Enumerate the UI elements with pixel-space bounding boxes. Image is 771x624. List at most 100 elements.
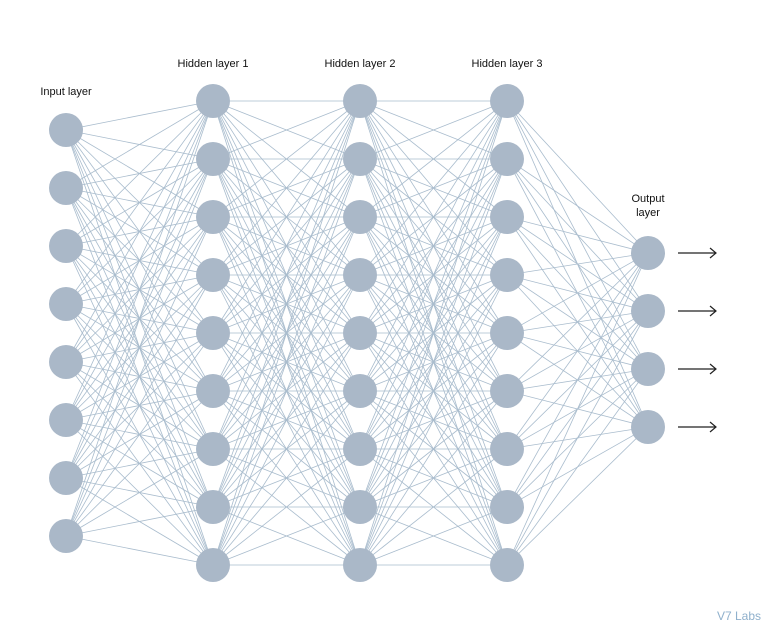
neuron-layer-2-5: [343, 374, 377, 408]
neuron-layer-2-0: [343, 84, 377, 118]
connections: [65, 100, 649, 566]
connection-l1-n8-to-l2-n2: [212, 216, 361, 566]
neuron-layer-1-2: [196, 200, 230, 234]
connection-l1-n8-to-l2-n5: [212, 390, 361, 566]
neuron-layer-1-8: [196, 548, 230, 582]
neuron-layer-0-0: [49, 113, 83, 147]
neuron-layer-0-1: [49, 171, 83, 205]
neuron-layer-0-3: [49, 287, 83, 321]
watermark: V7 Labs: [717, 609, 761, 623]
connection-l1-n1-to-l2-n0: [212, 100, 361, 160]
connection-l0-n6-to-l1-n0: [65, 100, 214, 479]
neuron-layer-1-1: [196, 142, 230, 176]
neuron-layer-3-1: [490, 142, 524, 176]
neuron-layer-2-1: [343, 142, 377, 176]
neuron-layer-1-4: [196, 316, 230, 350]
connection-l3-n3-to-l4-n0: [506, 252, 649, 276]
connection-l0-n7-to-l1-n3: [65, 274, 214, 537]
neuron-layer-3-4: [490, 316, 524, 350]
neuron-layer-0-6: [49, 461, 83, 495]
output-arrow-head-1: [709, 305, 717, 317]
connection-l2-n5-to-l3-n0: [359, 100, 508, 392]
connection-l3-n2-to-l4-n0: [506, 216, 649, 254]
connection-l1-n7-to-l2-n0: [212, 100, 361, 508]
connection-l0-n4-to-l1-n0: [65, 100, 214, 363]
neuron-layer-4-0: [631, 236, 665, 270]
connection-l3-n7-to-l4-n0: [506, 252, 649, 508]
connection-l2-n7-to-l3-n0: [359, 100, 508, 508]
connection-l2-n8-to-l3-n1: [359, 158, 508, 566]
connection-l2-n8-to-l3-n3: [359, 274, 508, 566]
connection-l3-n8-to-l4-n2: [506, 368, 649, 566]
neuron-layer-1-5: [196, 374, 230, 408]
connection-l0-n7-to-l1-n7: [65, 506, 214, 537]
connection-l1-n4-to-l2-n0: [212, 100, 361, 334]
connection-l1-n3-to-l2-n0: [212, 100, 361, 276]
neuron-layer-1-3: [196, 258, 230, 292]
output-arrow-head-0: [709, 247, 717, 259]
connection-l3-n5-to-l4-n0: [506, 252, 649, 392]
connection-l0-n7-to-l1-n5: [65, 390, 214, 537]
neuron-layer-1-6: [196, 432, 230, 466]
neuron-layer-3-2: [490, 200, 524, 234]
connection-l1-n6-to-l2-n0: [212, 100, 361, 450]
neuron-layer-3-7: [490, 490, 524, 524]
neuron-layer-4-3: [631, 410, 665, 444]
connection-l2-n8-to-l3-n0: [359, 100, 508, 566]
connection-l0-n7-to-l1-n2: [65, 216, 214, 537]
neuron-layer-2-3: [343, 258, 377, 292]
neuron-layer-2-6: [343, 432, 377, 466]
connection-l2-n8-to-l3-n4: [359, 332, 508, 566]
connection-l0-n3-to-l1-n0: [65, 100, 214, 305]
output-arrows: [678, 247, 717, 433]
connection-l1-n8-to-l2-n0: [212, 100, 361, 566]
connection-l0-n0-to-l1-n0: [65, 100, 214, 131]
neuron-layer-0-2: [49, 229, 83, 263]
neuron-layer-2-7: [343, 490, 377, 524]
connection-l0-n7-to-l1-n4: [65, 332, 214, 537]
connection-l3-n6-to-l4-n0: [506, 252, 649, 450]
connection-l0-n7-to-l1-n8: [65, 535, 214, 566]
connection-l0-n7-to-l1-n1: [65, 158, 214, 537]
connection-l2-n8-to-l3-n5: [359, 390, 508, 566]
neuron-layer-1-7: [196, 490, 230, 524]
neuron-layer-0-7: [49, 519, 83, 553]
neuron-layer-3-5: [490, 374, 524, 408]
connection-l3-n8-to-l4-n0: [506, 252, 649, 566]
connection-l2-n8-to-l3-n7: [359, 506, 508, 566]
neuron-layer-3-8: [490, 548, 524, 582]
connection-l1-n8-to-l2-n6: [212, 448, 361, 566]
connection-l1-n8-to-l2-n1: [212, 158, 361, 566]
connection-l2-n4-to-l3-n0: [359, 100, 508, 334]
output-arrow-head-2: [709, 363, 717, 375]
connection-l2-n2-to-l3-n0: [359, 100, 508, 218]
connection-l2-n3-to-l3-n0: [359, 100, 508, 276]
connection-l1-n2-to-l2-n0: [212, 100, 361, 218]
hidden-layer-3-label: Hidden layer 3: [472, 58, 543, 70]
connection-l1-n8-to-l2-n7: [212, 506, 361, 566]
neuron-layer-2-2: [343, 200, 377, 234]
connection-l2-n6-to-l3-n0: [359, 100, 508, 450]
output-arrow-head-3: [709, 421, 717, 433]
neuron-layer-4-1: [631, 294, 665, 328]
output-layer-label-line-2: layer: [636, 207, 660, 219]
connection-l0-n1-to-l1-n0: [65, 100, 214, 189]
output-layer-label-line-1: Output: [631, 193, 664, 205]
connection-l3-n8-to-l4-n1: [506, 310, 649, 566]
connection-l3-n8-to-l4-n3: [506, 426, 649, 566]
neuron-layer-2-8: [343, 548, 377, 582]
neuron-layer-2-4: [343, 316, 377, 350]
neuron-layer-3-0: [490, 84, 524, 118]
connection-l1-n8-to-l2-n4: [212, 332, 361, 566]
neurons: [49, 84, 665, 582]
connection-l0-n7-to-l1-n6: [65, 448, 214, 537]
connection-l2-n1-to-l3-n0: [359, 100, 508, 160]
connection-l0-n5-to-l1-n0: [65, 100, 214, 421]
neuron-layer-0-4: [49, 345, 83, 379]
neuron-layer-1-0: [196, 84, 230, 118]
hidden-layer-1-label: Hidden layer 1: [178, 58, 249, 70]
input-layer-label: Input layer: [40, 86, 92, 98]
neuron-layer-0-5: [49, 403, 83, 437]
